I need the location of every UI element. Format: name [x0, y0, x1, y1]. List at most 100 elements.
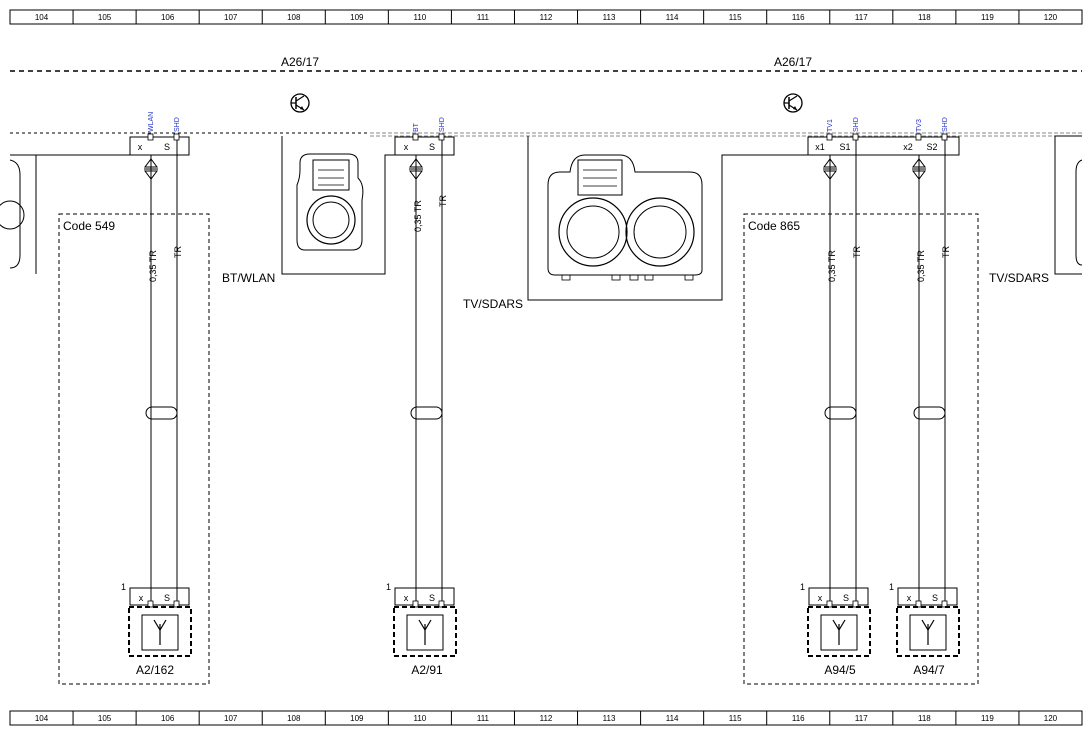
- ruler-label: 109: [350, 13, 364, 22]
- unit-label-right: A26/17: [774, 55, 812, 69]
- wire-label-tr: TR: [173, 246, 183, 258]
- antenna-label: A94/7: [913, 663, 945, 677]
- wire-pair-a94-7: 0,35 TR TR: [912, 140, 951, 601]
- terminal-s2: S2: [926, 142, 937, 152]
- terminal-s1: S1: [839, 142, 850, 152]
- terminal-x1: x1: [815, 142, 825, 152]
- wire-label-tr: TR: [852, 246, 862, 258]
- transistor-icon: [783, 93, 803, 113]
- connector-tv-sdars: TV/SDARS: [463, 136, 808, 311]
- pin-label-bt: BT: [413, 122, 420, 132]
- ruler-label: 120: [1044, 714, 1058, 723]
- terminal-s: S: [164, 142, 170, 152]
- antenna-icon: [832, 619, 846, 645]
- ruler-label: 119: [981, 13, 994, 22]
- connector-right-edge: TV/SDARS: [958, 135, 1083, 285]
- connector-bt-wlan: BT/WLAN: [36, 136, 395, 285]
- wire-label-coax: 0,35 TR: [148, 250, 158, 282]
- ruler-label: 118: [918, 714, 931, 723]
- antenna-a2-91: 1 x S A2/91: [386, 582, 457, 677]
- wire-pair-a2-162: 0,35 TR TR: [144, 140, 183, 601]
- terminal-x: x: [138, 142, 143, 152]
- wire-label-tr: TR: [438, 195, 448, 207]
- pin-label-shd: SHD: [439, 117, 446, 132]
- antenna-icon: [153, 619, 167, 645]
- wire-label-coax: 0,35 TR: [827, 250, 837, 282]
- ruler-label: 111: [477, 13, 490, 22]
- ruler-label: 112: [540, 13, 553, 22]
- unit-label-left: A26/17: [281, 55, 319, 69]
- pin-label-tv1: TV1: [827, 119, 834, 132]
- top-ruler: 104 105 106 107 108 109 110 111 112 113 114 115 116 1…: [9, 9, 1083, 25]
- ruler-label: 120: [1044, 13, 1058, 22]
- ruler-label: 110: [413, 13, 426, 22]
- pin-label-shd: SHD: [853, 117, 860, 132]
- ruler-label: 115: [729, 13, 742, 22]
- antenna-a94-5: 1 x S A94/5: [800, 582, 871, 677]
- ruler-label: 104: [35, 13, 49, 22]
- pin-label-tv3: TV3: [916, 119, 923, 132]
- ruler-label: 114: [666, 714, 679, 723]
- ruler-label: 107: [224, 714, 238, 723]
- terminal-s: S: [164, 593, 170, 603]
- connector-label-tv-sdars: TV/SDARS: [463, 297, 523, 311]
- ruler-label: 106: [161, 714, 175, 723]
- terminal-s: S: [429, 142, 435, 152]
- terminal-x: x: [139, 593, 144, 603]
- ruler-label: 108: [287, 714, 301, 723]
- terminal-s: S: [932, 593, 938, 603]
- connector-label-tv-sdars-right: TV/SDARS: [989, 271, 1049, 285]
- terminal-x: x: [818, 593, 823, 603]
- ruler-label: 114: [666, 13, 679, 22]
- antenna-label: A2/162: [136, 663, 174, 677]
- code-549-region: [58, 213, 210, 685]
- ruler-label: 110: [413, 714, 426, 723]
- ruler-label: 109: [350, 714, 364, 723]
- antenna-icon: [921, 619, 935, 645]
- ruler-label: 116: [792, 13, 805, 22]
- terminal-x: x: [404, 593, 409, 603]
- ruler-label: 113: [603, 714, 616, 723]
- antenna-a2-162: 1 x S A2/162: [121, 582, 192, 677]
- ruler-label: 108: [287, 13, 301, 22]
- wire-pair-a94-5: 0,35 TR TR: [823, 140, 862, 601]
- pin-label-wlan: WLAN: [148, 112, 155, 132]
- pin-label-shd: SHD: [942, 117, 949, 132]
- wire-pair-a2-91: 0,35 TR TR: [409, 140, 448, 601]
- pin-one-label: 1: [386, 582, 391, 592]
- ruler-label: 119: [981, 714, 994, 723]
- wire-label-coax: 0,35 TR: [413, 200, 423, 232]
- ruler-label: 105: [98, 13, 112, 22]
- code-865-label: Code 865: [748, 219, 800, 233]
- ruler-label: 115: [729, 714, 742, 723]
- wire-label-coax: 0,35 TR: [916, 250, 926, 282]
- ruler-label: 107: [224, 13, 238, 22]
- ruler-label: 117: [855, 714, 868, 723]
- ruler-label: 105: [98, 714, 112, 723]
- ruler-label: 111: [477, 714, 490, 723]
- wire-label-tr: TR: [941, 246, 951, 258]
- ruler-label: 106: [161, 13, 175, 22]
- pin-one-label: 1: [889, 582, 894, 592]
- antenna-icon: [418, 619, 432, 645]
- terminal-s: S: [843, 593, 849, 603]
- pin-one-label: 1: [121, 582, 126, 592]
- antenna-a94-7: 1 x S A94/7: [889, 582, 960, 677]
- terminal-block-wlan: x S WLAN SHD: [129, 112, 190, 156]
- code-549-label: Code 549: [63, 219, 115, 233]
- terminal-x2: x2: [903, 142, 913, 152]
- antenna-label: A94/5: [824, 663, 856, 677]
- terminal-s: S: [429, 593, 435, 603]
- ruler-label: 117: [855, 13, 868, 22]
- a26-17-boundary: A26/17 A26/17: [10, 55, 1082, 72]
- antenna-label: A2/91: [411, 663, 443, 677]
- code-865-region: [743, 213, 979, 685]
- connector-label-bt-wlan: BT/WLAN: [222, 271, 275, 285]
- ruler-label: 112: [540, 714, 553, 723]
- pin-label-shd: SHD: [174, 117, 181, 132]
- ruler-label: 113: [603, 13, 616, 22]
- pin-one-label: 1: [800, 582, 805, 592]
- transistor-icon: [290, 93, 310, 113]
